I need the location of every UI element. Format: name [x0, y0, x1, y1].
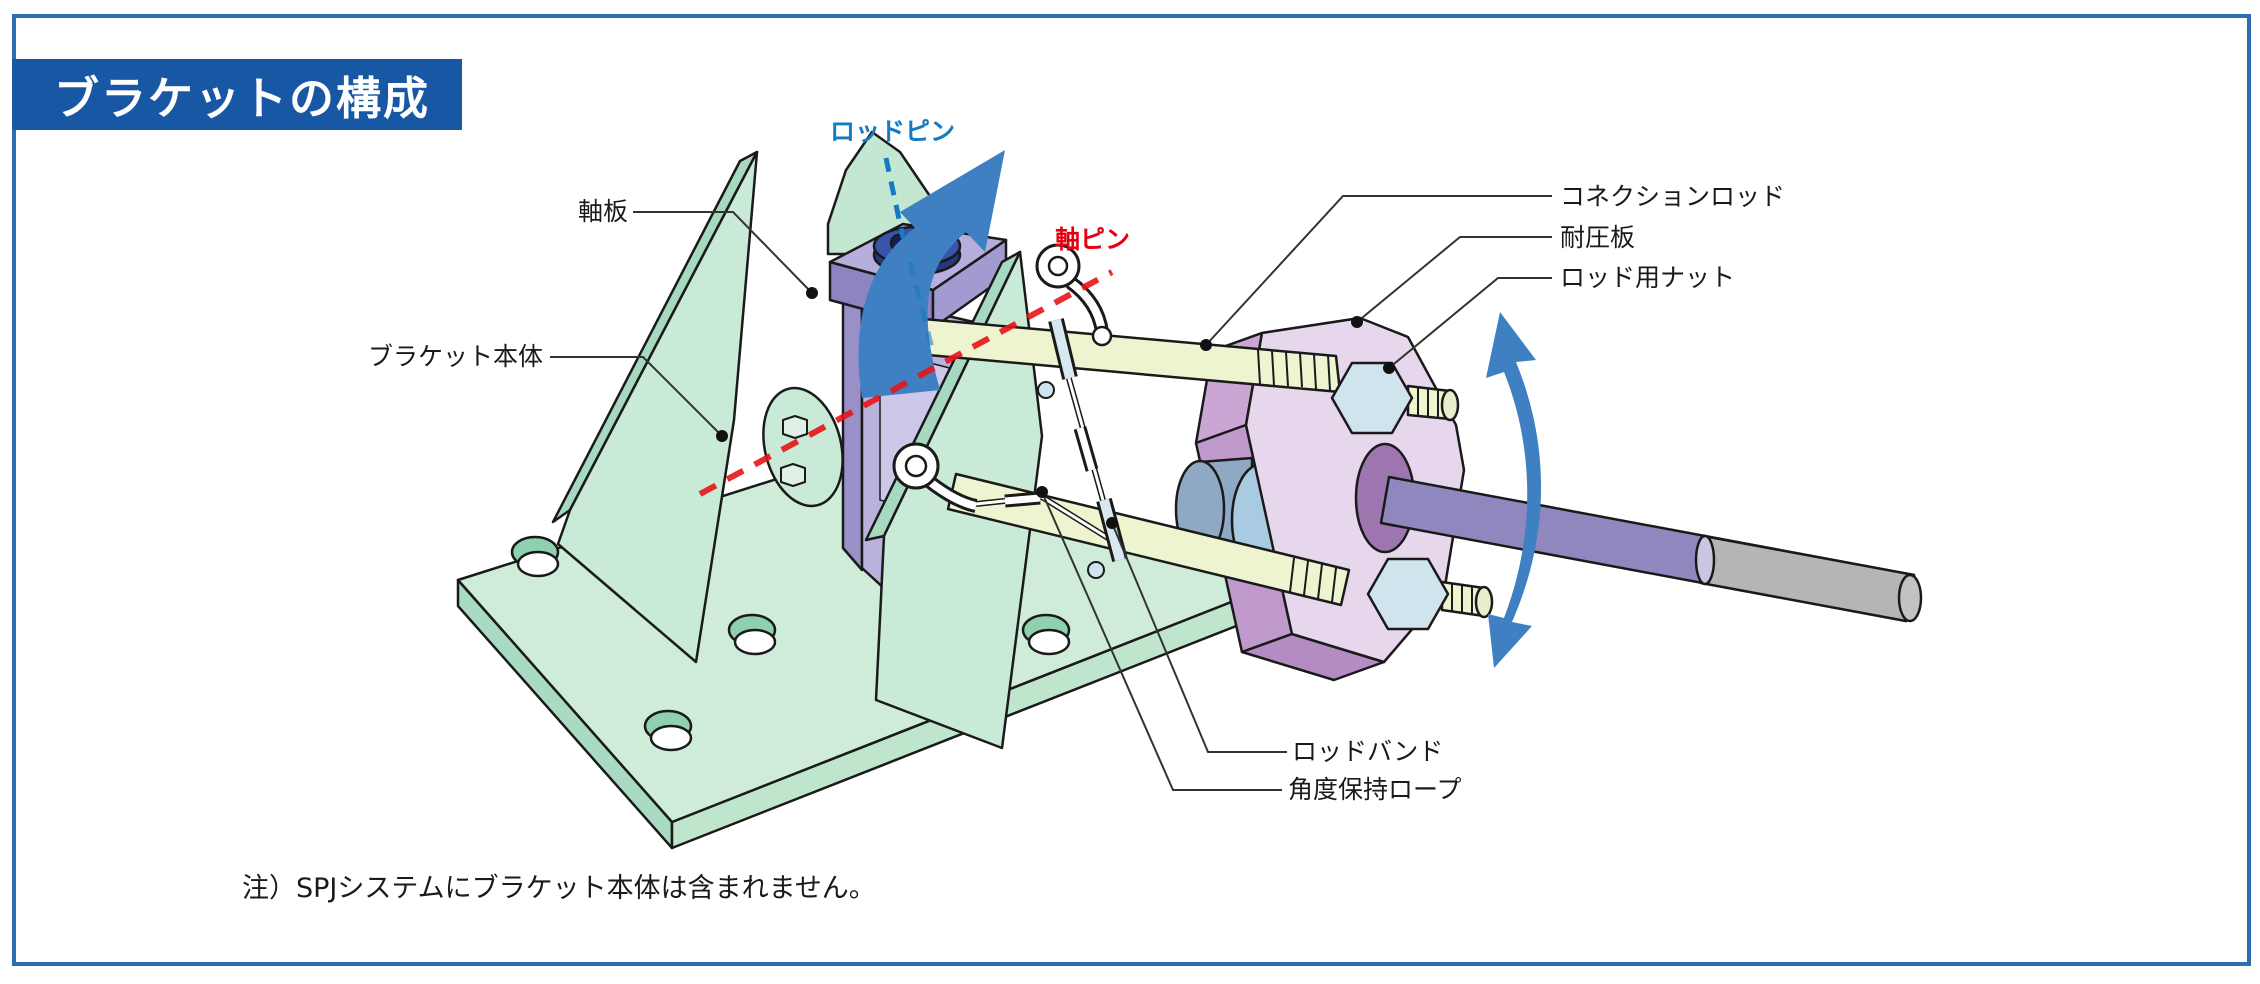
- base-plate-holes: [510, 535, 1071, 752]
- leader-rod-band: [1111, 522, 1287, 753]
- leader-connection-rod: [1205, 195, 1552, 346]
- leader-dot-angle-rope: [1036, 486, 1048, 498]
- leader-dot-rod-band: [1106, 517, 1118, 529]
- page-title: ブラケットの構成: [54, 72, 431, 125]
- diagram-frame: [12, 14, 2251, 966]
- title-bar: ブラケットの構成: [12, 59, 462, 130]
- axis-line-rod-pin-lower: [907, 261, 935, 349]
- label-rod-band: ロッドバンド: [1292, 737, 1444, 766]
- rotation-arrow-top: [858, 150, 1005, 398]
- label-rod-pin: ロッドピン: [830, 117, 956, 146]
- center-rod: [1379, 475, 1923, 623]
- lower-rod-band: [1087, 497, 1128, 579]
- rotation-arrow-right: [1486, 312, 1542, 668]
- leader-dot-rod-nut: [1383, 362, 1395, 374]
- label-shaft-pin: 軸ピン: [1055, 225, 1131, 254]
- label-angle-rope: 角度保持ロープ: [1288, 775, 1462, 804]
- lower-rod-nut: [1366, 557, 1494, 631]
- leader-dot-shaft-plate: [806, 287, 818, 299]
- leader-angle-rope: [1041, 491, 1282, 791]
- upper-rod-band: [1037, 318, 1078, 399]
- left-shackle: [892, 442, 978, 513]
- leader-dot-connection-rod: [1200, 339, 1212, 351]
- left-gusset: [551, 150, 844, 664]
- upper-shackle: [1035, 243, 1113, 347]
- leader-dot-bracket-body: [716, 430, 728, 442]
- label-connection-rod: コネクションロッド: [1560, 182, 1786, 211]
- axis-line-shaft-pin: [698, 269, 1114, 497]
- label-shaft-plate: 軸板: [578, 197, 629, 226]
- leader-pressure-plate: [1356, 236, 1552, 323]
- leader-rod-nut: [1388, 277, 1552, 369]
- label-pressure-plate: 耐圧板: [1560, 223, 1636, 252]
- leader-bracket-body: [550, 356, 723, 437]
- footnote: 注）SPJシステムにブラケット本体は含まれません。: [242, 873, 876, 904]
- axis-line-rod-pin: [883, 157, 906, 239]
- leader-shaft-plate: [633, 211, 813, 294]
- label-rod-nut: ロッド用ナット: [1560, 263, 1736, 292]
- leader-dot-pressure-plate: [1351, 316, 1363, 328]
- label-bracket-body: ブラケット本体: [368, 342, 544, 371]
- turnbuckle: [1004, 494, 1041, 505]
